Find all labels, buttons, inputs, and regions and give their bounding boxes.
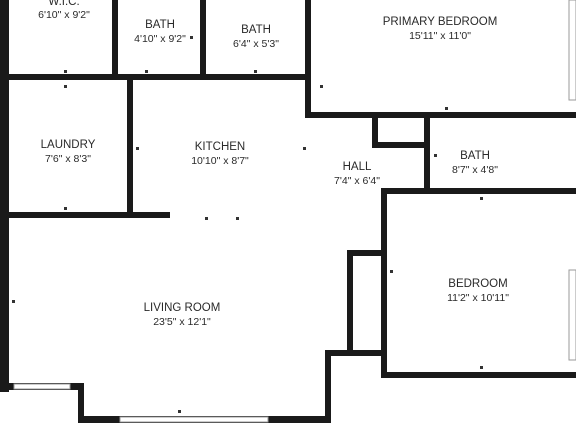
marker [434, 154, 437, 157]
wall-pocket-bottom [325, 350, 387, 356]
marker [445, 107, 448, 110]
marker [190, 36, 193, 39]
wall-top-band-bottom [0, 74, 311, 80]
wall-wic-right [112, 0, 118, 80]
room-name-bath-1: BATH [145, 19, 175, 31]
wall-primary-left [305, 0, 311, 118]
window-bottom [119, 416, 269, 423]
marker [12, 300, 15, 303]
marker [64, 85, 67, 88]
wall-left-exterior [0, 0, 9, 392]
marker [303, 147, 306, 150]
room-name-laundry: LAUNDRY [41, 139, 96, 151]
marker [236, 217, 239, 220]
wall-living-right-lower [325, 350, 331, 422]
room-dims-bath-2: 6'4" x 5'3" [233, 38, 279, 50]
room-dims-kitchen: 10'10" x 8'7" [191, 155, 249, 167]
wall-bath3-bottom [384, 188, 576, 194]
room-name-hall: HALL [343, 161, 372, 173]
room-name-primary-bedroom: PRIMARY BEDROOM [383, 16, 498, 28]
room-dims-hall: 7'4" x 6'4" [334, 175, 380, 187]
wall-closet-left [372, 118, 378, 146]
marker [480, 366, 483, 369]
marker [64, 207, 67, 210]
wall-bath-divider [200, 0, 206, 80]
marker [64, 70, 67, 73]
room-dims-bath-1: 4'10" x 9'2" [134, 33, 186, 45]
room-name-wic: W.I.C. [48, 0, 79, 8]
marker [178, 410, 181, 413]
marker [320, 85, 323, 88]
room-dims-bath-3: 8'7" x 4'8" [452, 164, 498, 176]
room-name-kitchen: KITCHEN [195, 141, 245, 153]
marker [390, 270, 393, 273]
wall-upper-left-stub [0, 0, 9, 80]
wall-bump-left [78, 383, 84, 423]
wall-bedroom-bottom [381, 372, 576, 378]
marker [145, 70, 148, 73]
walls [0, 0, 576, 423]
wall-laundry-bottom [0, 212, 170, 218]
window-left-lower [13, 383, 71, 390]
marker [136, 147, 139, 150]
room-name-bath-3: BATH [460, 150, 490, 162]
marker [480, 197, 483, 200]
room-dims-living-room: 23'5" x 12'1" [153, 316, 211, 328]
door-opening-hall [311, 100, 313, 102]
wall-pocket-left [347, 250, 353, 356]
room-dims-bedroom: 11'2" x 10'11" [447, 292, 509, 304]
room-dims-laundry: 7'6" x 8'3" [45, 153, 91, 165]
room-name-bedroom: BEDROOM [448, 278, 507, 290]
wall-closet-bottom [372, 142, 430, 148]
wall-pocket-top [347, 250, 387, 256]
marker [254, 70, 257, 73]
room-dims-primary-bedroom: 15'11" x 11'0" [409, 30, 471, 42]
openings [13, 0, 576, 423]
window-primary-right [568, 0, 576, 101]
marker [205, 217, 208, 220]
room-labels: W.I.C. 6'10" x 9'2" BATH 4'10" x 9'2" BA… [38, 0, 509, 328]
wall-bath3-left [424, 118, 430, 194]
room-dims-wic: 6'10" x 9'2" [38, 9, 90, 21]
wall-laundry-right [127, 80, 133, 216]
room-name-bath-2: BATH [241, 24, 271, 36]
wall-primary-bottom [311, 112, 576, 118]
door-markers [12, 36, 483, 413]
window-bedroom-right [568, 269, 576, 361]
wall-bedroom-left [381, 188, 387, 378]
room-name-living-room: LIVING ROOM [144, 302, 221, 314]
